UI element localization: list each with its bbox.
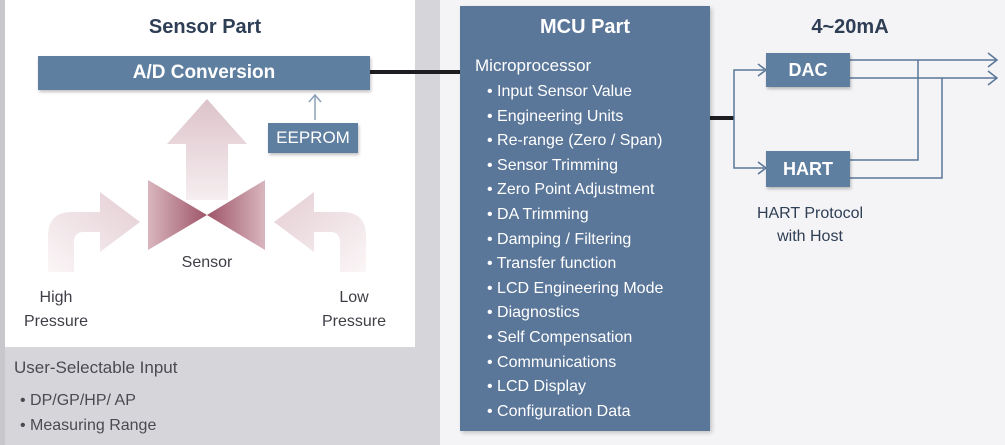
mcu-feature-label: Diagnostics [497, 304, 580, 322]
bullet-icon: • [487, 205, 498, 223]
mcu-feature-item: • Communications [487, 351, 663, 376]
mcu-feature-label: LCD Display [497, 378, 586, 396]
mcu-feature-label: Damping / Filtering [497, 230, 632, 248]
bullet-icon: • [487, 304, 498, 322]
bullet-icon: • [487, 402, 498, 420]
sensor-left-wedge [148, 180, 207, 250]
bullet-icon: • [487, 132, 498, 150]
mcu-feature-label: LCD Engineering Mode [497, 279, 664, 297]
hart-caption: HART Protocol with Host [730, 202, 890, 248]
low-pressure-line-1: Low [339, 289, 369, 306]
bullet-icon: • [487, 107, 498, 125]
mcu-feature-label: Zero Point Adjustment [497, 181, 655, 199]
bullet-icon: • [487, 353, 498, 371]
mcu-feature-item: • Sensor Trimming [487, 154, 663, 179]
eeprom-arrow-icon [308, 93, 322, 103]
mcu-feature-label: Communications [497, 353, 617, 371]
output-signal-lines [850, 59, 996, 179]
output-arrow-top-icon [987, 52, 999, 68]
input-heading: User-Selectable Input [14, 358, 178, 377]
mcu-feature-item: • LCD Display [487, 375, 663, 400]
mcu-subtitle: Microprocessor [475, 56, 592, 75]
hart-caption-line-1: HART Protocol [756, 205, 864, 222]
input-item: • Measuring Range [20, 417, 157, 434]
mcu-feature-label: Configuration Data [497, 402, 631, 420]
high-pressure-arrow-icon [48, 192, 140, 272]
mcu-panel [460, 6, 710, 431]
input-item: • DP/GP/HP/ AP [20, 392, 136, 409]
mcu-feature-item: • Damping / Filtering [487, 228, 663, 253]
high-pressure-line-2: Pressure [23, 313, 89, 330]
bullet-icon: • [487, 156, 498, 174]
dac-box: DAC [766, 53, 850, 87]
mcu-feature-label: Sensor Trimming [497, 156, 618, 174]
upward-arrow-icon [167, 99, 247, 200]
mcu-feature-item: • Input Sensor Value [487, 80, 663, 105]
mcu-feature-item: • Transfer function [487, 252, 663, 277]
hart-caption-line-2: with Host [777, 228, 843, 245]
mcu-feature-item: • Re-range (Zero / Span) [487, 129, 663, 154]
bullet-icon: • [487, 279, 498, 297]
mcu-feature-label: Re-range (Zero / Span) [497, 132, 663, 150]
low-pressure-line-2: Pressure [321, 313, 387, 330]
eeprom-box: EEPROM [268, 123, 358, 153]
mcu-feature-item: • DA Trimming [487, 203, 663, 228]
bullet-icon: • [487, 378, 498, 396]
bullet-icon: • [487, 230, 498, 248]
input-list: • DP/GP/HP/ AP • Measuring Range [20, 388, 156, 438]
mcu-feature-item: • Self Compensation [487, 326, 663, 351]
sensor-right-wedge [207, 180, 265, 250]
output-branch-lines [733, 69, 764, 169]
high-pressure-line-1: High [39, 289, 73, 306]
output-title: 4~20mA [811, 16, 889, 38]
low-pressure-label: Low Pressure [316, 286, 392, 334]
mcu-part-title: MCU Part [539, 16, 630, 38]
left-edge-strip [0, 0, 5, 445]
adc-box: A/D Conversion [38, 56, 370, 90]
mcu-feature-label: DA Trimming [497, 205, 589, 223]
mcu-feature-item: • Configuration Data [487, 400, 663, 425]
mcu-feature-label: Transfer function [496, 255, 617, 273]
sensor-part-title: Sensor Part [148, 16, 262, 38]
hart-box: HART [766, 151, 850, 187]
bullet-icon: • [487, 255, 497, 273]
mcu-feature-label: Self Compensation [497, 328, 633, 346]
low-pressure-arrow-icon [274, 192, 366, 272]
bullet-icon: • [487, 181, 498, 199]
mcu-feature-list: • Input Sensor Value• Engineering Units•… [487, 80, 663, 424]
output-arrow-bottom-icon [987, 70, 999, 86]
mcu-feature-label: Input Sensor Value [497, 83, 632, 100]
bullet-icon: • [487, 83, 498, 100]
mcu-feature-item: • Zero Point Adjustment [487, 178, 663, 203]
bullet-icon: • [487, 328, 498, 346]
mcu-feature-label: Engineering Units [497, 107, 624, 125]
sensor-label: Sensor [181, 254, 233, 271]
mcu-feature-item: • Diagnostics [487, 301, 663, 326]
mcu-feature-item: • LCD Engineering Mode [487, 277, 663, 302]
mcu-feature-item: • Engineering Units [487, 105, 663, 130]
high-pressure-label: High Pressure [18, 286, 94, 334]
